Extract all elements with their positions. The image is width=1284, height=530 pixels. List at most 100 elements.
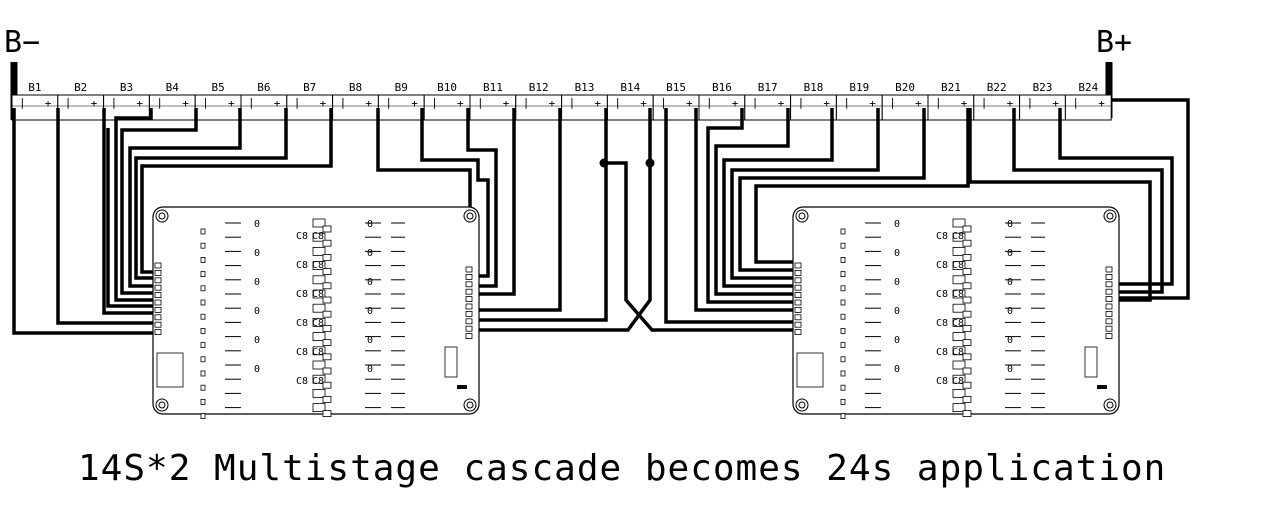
- cell-b11: B11|+: [469, 81, 517, 121]
- wire: [706, 108, 800, 304]
- smd-component: [322, 282, 332, 290]
- smd-component: [322, 310, 332, 318]
- chip-label: C8: [296, 347, 308, 358]
- smd-component: [840, 327, 846, 334]
- wire: [1058, 108, 1174, 286]
- chip-label: C8: [936, 376, 948, 387]
- pad-label: 0: [367, 219, 373, 230]
- smd-component: [200, 356, 206, 363]
- cell-label: B7: [303, 81, 316, 94]
- smd-component: [840, 271, 846, 278]
- smd-component: [312, 403, 326, 413]
- wire: [102, 108, 160, 315]
- cell-label: B13: [575, 81, 595, 94]
- smd-component: [962, 268, 972, 276]
- smd-component: [952, 275, 966, 285]
- smd-component: [312, 332, 326, 342]
- wire: [128, 108, 242, 288]
- cell-plus-mark: +: [182, 97, 189, 110]
- smd-component: [840, 413, 846, 420]
- smd-component: [840, 256, 846, 263]
- smd-component: [840, 370, 846, 377]
- mounting-hole: [1103, 209, 1117, 223]
- cell-b9: B9|+: [377, 81, 425, 121]
- mounting-hole: [463, 398, 477, 412]
- cell-b17: B17|+: [744, 81, 792, 121]
- cell-minus-mark: |: [614, 96, 621, 109]
- cell-minus-mark: |: [660, 96, 667, 109]
- chip-label: C8: [952, 347, 964, 358]
- chip-label: C8: [952, 289, 964, 300]
- wire: [476, 108, 608, 322]
- connector-pin: [465, 303, 473, 310]
- smd-component: [840, 242, 846, 249]
- cell-label: B18: [804, 81, 824, 94]
- connector-pin: [154, 314, 162, 321]
- mounting-hole: [155, 209, 169, 223]
- pad-label: 0: [1007, 306, 1013, 317]
- smd-component: [200, 256, 206, 263]
- smd-component: [952, 317, 966, 327]
- cell-b5: B5|+: [194, 81, 242, 121]
- connector-pin: [1105, 325, 1113, 332]
- smd-component: [200, 271, 206, 278]
- cell-plus-mark: +: [45, 97, 52, 110]
- smd-component: [312, 232, 326, 242]
- smd-component: [962, 367, 972, 375]
- smd-component: [322, 268, 332, 276]
- pad-label: 0: [367, 277, 373, 288]
- smd-component: [312, 388, 326, 398]
- cell-plus-mark: +: [228, 97, 235, 110]
- smd-component: [322, 339, 332, 347]
- smd-component: [312, 374, 326, 384]
- smd-component: [840, 285, 846, 292]
- connector-pin: [794, 277, 802, 284]
- smd-component: [962, 225, 972, 233]
- cell-minus-mark: |: [523, 96, 530, 109]
- cell-minus-mark: |: [477, 96, 484, 109]
- cell-minus-mark: |: [569, 96, 576, 109]
- cell-plus-mark: +: [961, 97, 968, 110]
- chip-label: C8: [952, 260, 964, 271]
- cell-b15: B15|+: [652, 81, 700, 121]
- cell-minus-mark: |: [752, 96, 759, 109]
- cell-label: B3: [120, 81, 133, 94]
- chip-label: C8: [312, 289, 324, 300]
- chip-label: C8: [312, 376, 324, 387]
- cell-b1: B1|+: [11, 81, 59, 121]
- cell-minus-mark: |: [1072, 96, 1079, 109]
- connector-pin: [1105, 273, 1113, 280]
- smd-component: [322, 253, 332, 261]
- pad-label: 0: [894, 306, 900, 317]
- connector-pin: [794, 314, 802, 321]
- pad-label: 0: [367, 306, 373, 317]
- smd-component: [457, 385, 467, 389]
- cell-label: B16: [712, 81, 732, 94]
- wire: [12, 108, 160, 335]
- cell-b12: B12|+: [515, 81, 563, 121]
- smd-component: [312, 218, 326, 228]
- smd-component: [322, 239, 332, 247]
- smd-component: [200, 228, 206, 235]
- chip-label: C8: [296, 318, 308, 329]
- cell-b22: B22|+: [973, 81, 1021, 121]
- wire: [754, 108, 970, 264]
- wire: [120, 108, 198, 295]
- connector-pin: [465, 296, 473, 303]
- wire: [114, 108, 160, 302]
- smd-component: [1084, 346, 1098, 378]
- smd-component: [840, 299, 846, 306]
- cell-plus-mark: +: [457, 97, 464, 110]
- connector-pin: [154, 306, 162, 313]
- wire: [664, 108, 800, 324]
- connector-pin: [154, 329, 162, 336]
- connector-pin: [154, 299, 162, 306]
- cell-minus-mark: |: [935, 96, 942, 109]
- smd-component: [312, 346, 326, 356]
- cell-plus-mark: +: [869, 97, 876, 110]
- chip-label: C8: [312, 260, 324, 271]
- connector-pin: [794, 284, 802, 291]
- cell-plus-mark: +: [1007, 97, 1014, 110]
- cell-label: B14: [620, 81, 640, 94]
- connector-pin: [794, 321, 802, 328]
